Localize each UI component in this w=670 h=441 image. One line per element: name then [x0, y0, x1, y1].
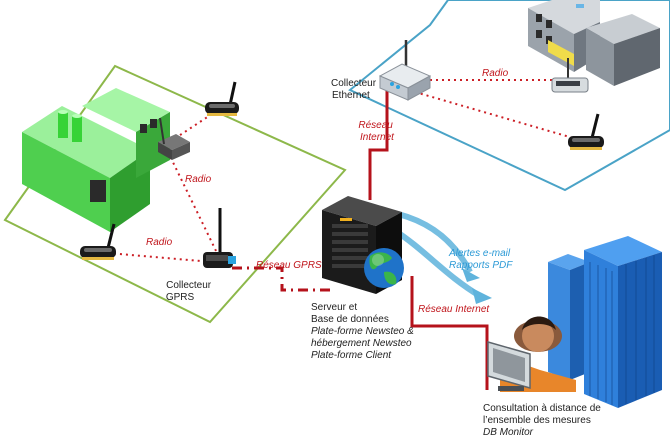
alerts-arrowhead	[462, 268, 480, 282]
link-ethernet-server	[368, 88, 389, 200]
factory-gateway-icon	[158, 117, 190, 160]
alerts-arrows	[392, 211, 482, 299]
label-server-platform: Plate-forme Newsteo & hébergement Newste…	[311, 326, 417, 361]
label-consult-line1: Consultation à distance de	[483, 403, 601, 414]
site-zone-right	[348, 0, 670, 192]
sensor-icon	[80, 223, 116, 260]
label-reseau-internet-top-line2: Internet	[360, 132, 395, 143]
label-alerts-line1: Alertes e-mail	[448, 248, 511, 259]
tower-building-icon	[584, 236, 662, 408]
label-server-platform-line3: Plate-forme Client	[311, 350, 392, 361]
label-reseau-internet-top-line1: Réseau	[358, 120, 393, 131]
label-server-line2: Base de données	[311, 314, 389, 325]
globe-icon	[364, 248, 404, 288]
label-collector-ethernet-line2: Ethernet	[332, 90, 370, 101]
label-collector-ethernet-line1: Collecteur	[331, 78, 377, 89]
alerts-arrowhead	[472, 288, 492, 304]
label-reseau-internet-bottom: Réseau Internet	[418, 304, 490, 315]
label-consult: Consultation à distance de l’ensemble de…	[483, 403, 604, 426]
label-alerts-line2: Rapports PDF	[449, 260, 513, 271]
ethernet-collector-icon	[378, 40, 432, 101]
label-collector-gprs-line2: GPRS	[166, 292, 195, 303]
label-collector-ethernet: Collecteur Ethernet	[331, 78, 379, 101]
link-server-consult	[410, 276, 489, 390]
label-radio-factory: Radio	[185, 174, 212, 185]
label-reseau-gprs: Réseau GPRS	[256, 260, 322, 271]
internet-links	[368, 88, 489, 390]
label-server: Serveur et Base de données	[311, 302, 389, 325]
sensor-icon	[205, 81, 239, 116]
label-consult-app: DB Monitor	[483, 427, 534, 438]
label-collector-gprs: Collecteur GPRS	[166, 280, 214, 303]
link-gprs-server	[232, 266, 330, 292]
label-reseau-internet-top: Réseau Internet	[358, 120, 395, 143]
radio-links	[107, 79, 581, 263]
label-collector-gprs-line1: Collecteur	[166, 280, 212, 291]
label-server-platform-line1: Plate-forme Newsteo &	[311, 326, 414, 337]
label-radio-right: Radio	[482, 68, 509, 79]
factory-icon	[22, 88, 170, 232]
office-building-icon	[528, 0, 660, 93]
user-computer-icon	[487, 316, 576, 392]
label-server-line1: Serveur et	[311, 302, 357, 313]
tower-building-icon	[548, 254, 590, 380]
label-consult-line2: l’ensemble des mesures	[483, 415, 591, 426]
gprs-collector-icon	[203, 208, 236, 268]
label-alerts: Alertes e-mail Rapports PDF	[448, 248, 513, 271]
sensor-icon	[568, 113, 604, 150]
label-server-platform-line2: hébergement Newsteo	[311, 338, 412, 349]
label-radio-left: Radio	[146, 237, 173, 248]
